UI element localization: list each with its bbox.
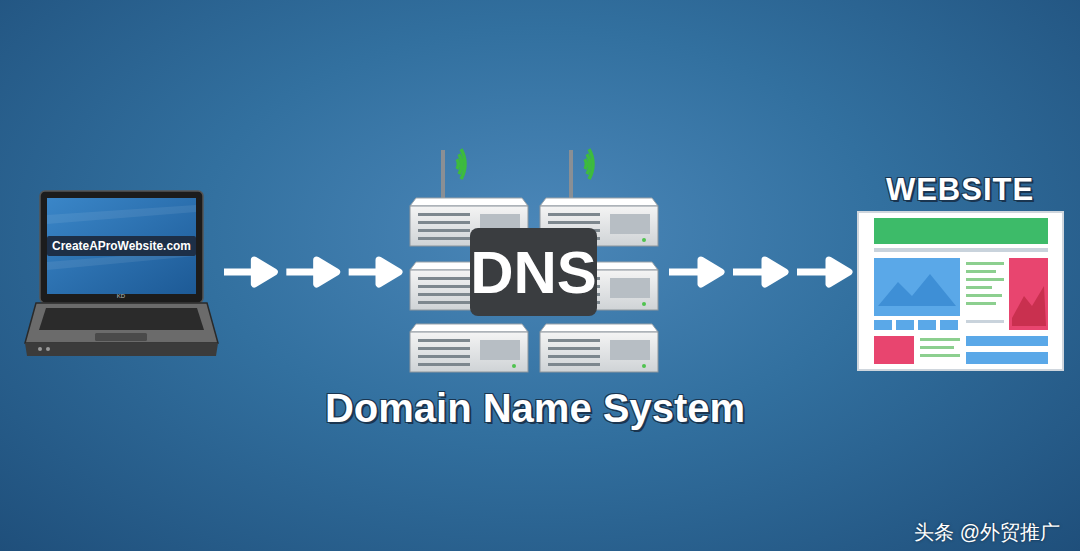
flow-arrow (224, 260, 399, 284)
server-illustration (410, 149, 658, 372)
laptop-screen: CreateAProWebsite.com (22, 188, 218, 360)
signal-wave (457, 159, 458, 169)
brand-logo: KD (117, 293, 125, 299)
signal-wave (459, 154, 462, 174)
signal-wave (461, 149, 465, 179)
server-unit (410, 324, 528, 372)
server-unit (540, 324, 658, 372)
signal-wave (587, 154, 590, 174)
website-page: WEBSITE (855, 168, 1065, 373)
antenna (441, 150, 445, 200)
text-holder: WEBSITE (855, 170, 1065, 210)
webpage-illustration (858, 212, 1063, 370)
text-holder: CreateAProWebsite.com (47, 198, 196, 294)
node-heading: WEBSITE (886, 172, 1034, 208)
watermark: 头条 @外贸推广 (914, 522, 1060, 542)
laptop-illustration (25, 191, 218, 356)
signal-wave (585, 159, 586, 169)
text-box: WEBSITE (886, 172, 1034, 208)
dns-server-cluster: DNS (405, 140, 663, 380)
text-holder: DNS (470, 228, 597, 316)
antenna (569, 150, 573, 200)
text-box: CreateAProWebsite.com (47, 236, 196, 256)
screen-text: CreateAProWebsite.com (52, 239, 191, 253)
flow-arrow (669, 260, 849, 284)
text-box: DNS (470, 228, 597, 316)
caption-text: Domain Name System (325, 388, 745, 428)
signal-wave (589, 149, 593, 179)
node-title: DNS (470, 238, 597, 307)
